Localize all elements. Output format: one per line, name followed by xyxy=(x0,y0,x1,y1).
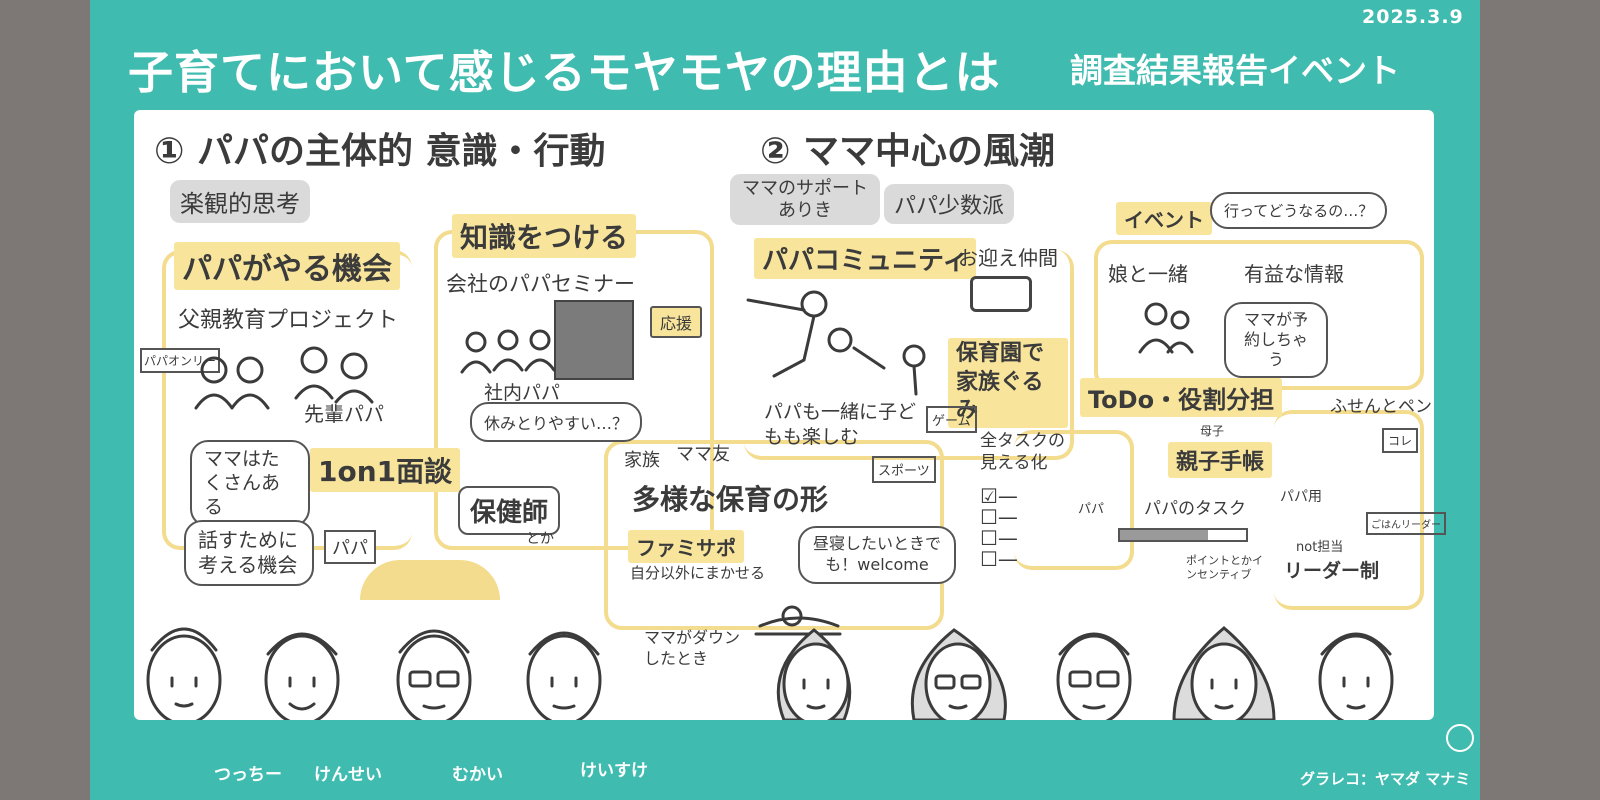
point-label: ポイントとかインセンティブ xyxy=(1186,554,1263,581)
yasumi-bubble: 休みとりやすい…？ xyxy=(470,402,643,442)
hokenshi-box: 保健師 xyxy=(458,486,561,535)
mama-yoyaku-bubble: ママが予約しちゃう xyxy=(1224,302,1328,378)
ouen-flag: 応援 xyxy=(650,306,703,338)
person-name-2: けんせい xyxy=(314,765,382,785)
figures-sketch-shanai xyxy=(460,329,556,374)
figure-lying-down xyxy=(754,605,842,636)
jibun-igai-label: 自分以外にまかせる xyxy=(630,564,766,582)
yueki-label: 有益な情報 xyxy=(1244,262,1344,286)
omukae-label: お迎え仲間 xyxy=(958,246,1058,270)
papa-community-label: パパコミュニティ xyxy=(754,238,977,279)
not-tantou-label: not担当 xyxy=(1296,540,1344,555)
checklist-icon: ☑—☐—☐—☐— xyxy=(980,484,1018,571)
hoikuen-label: 保育園で家族ぐるみ xyxy=(948,338,1068,428)
zen-task-label: 全タスクの見える化 xyxy=(980,431,1065,474)
hill-shape xyxy=(360,560,500,600)
papa-together-label: パパも一緒に子どもも楽しむ xyxy=(764,401,917,448)
task-progress-bar xyxy=(1118,528,1248,542)
todo-label: ToDo・役割分担 xyxy=(1080,378,1283,417)
figures-sketch-community xyxy=(746,290,926,396)
tayou-label: 多様な保育の形 xyxy=(632,483,829,516)
fusen-label: ふせんとペン xyxy=(1330,397,1432,417)
musume-label: 娘と一緒 xyxy=(1108,262,1188,286)
seminar-label: 会社のパパセミナー xyxy=(446,272,635,296)
optimism-tag: 楽観的思考 xyxy=(170,180,310,223)
mama-many-bubble: ママはたくさんある xyxy=(190,440,310,528)
page-subtitle: 調査結果報告イベント xyxy=(1070,51,1400,90)
mamatomo-label: ママ友 xyxy=(676,444,730,465)
papa-chance-label: パパがやる機会 xyxy=(174,242,400,290)
person-name-3: むかい xyxy=(452,765,503,785)
graphic-recording-canvas: 2025.3.9 子育てにおいて感じるモヤモヤの理由とは 調査結果報告イベント … xyxy=(90,0,1480,800)
section-heading-1: ① パパの主体的 意識・行動 xyxy=(154,131,606,172)
talk-chance-bubble: 話すために考える機会 xyxy=(184,520,314,586)
papa-small-label: パパ xyxy=(1078,502,1105,517)
bracket-todo xyxy=(1274,410,1424,610)
sports-tag: スポーツ xyxy=(872,456,936,483)
mama-down-label: ママがダウンしたとき xyxy=(644,628,741,668)
senpai-papa-label: 先輩パパ xyxy=(304,402,384,426)
knowledge-label: 知識をつける xyxy=(452,214,637,258)
leader-label: リーダー制 xyxy=(1284,560,1380,582)
kore-note: コレ xyxy=(1382,428,1419,453)
shanai-papa-label: 社内パパ xyxy=(484,382,561,404)
bracket-visible xyxy=(1014,430,1134,570)
oyako-label: 親子手帳 xyxy=(1168,442,1273,478)
boshi-label: 母子 xyxy=(1200,424,1225,438)
credit-label: グラレコ：ヤマダ マナミ xyxy=(1300,770,1471,788)
page-title: 子育てにおいて感じるモヤモヤの理由とは xyxy=(128,46,1001,99)
father-education-label: 父親教育プロジェクト xyxy=(178,308,399,333)
figures-sketch-musume xyxy=(1138,302,1194,354)
kazoku-label: 家族 xyxy=(624,450,660,471)
famisapo-label: ファミサポ xyxy=(628,530,744,563)
content-paper: ① パパの主体的 意識・行動 楽観的思考 パパがやる機会 父親教育プロジェクト … xyxy=(134,110,1446,720)
bracket-community xyxy=(744,250,1074,460)
event-date: 2025.3.9 xyxy=(1362,6,1464,28)
seminar-screen xyxy=(554,300,634,380)
gohan-flag: ごはんリーダー xyxy=(1366,512,1446,535)
papa-you-label: パパ用 xyxy=(1280,489,1322,505)
one-on-one-label: 1on1面談 xyxy=(310,448,461,492)
section-heading-2: ② ママ中心の風潮 xyxy=(760,131,1056,172)
papa-task-label: パパのタスク xyxy=(1144,499,1246,519)
person-name-1: つっちー xyxy=(214,765,282,785)
toka-label: とか xyxy=(526,531,554,547)
papa-minority-tag: パパ少数派 xyxy=(884,184,1015,224)
hirune-bubble: 昼寝したいときでも！welcome xyxy=(798,526,956,584)
bus-icon xyxy=(970,276,1032,312)
event-label: イベント xyxy=(1116,202,1212,235)
person-name-4: けいすけ xyxy=(580,761,648,781)
game-tag: ゲーム xyxy=(926,406,977,433)
mama-support-tag: ママのサポートありき xyxy=(730,174,880,226)
sprout-logo-icon xyxy=(1446,724,1474,752)
speaker-portraits xyxy=(146,626,1394,720)
papa-sign: パパ xyxy=(324,530,376,564)
ittedou-bubble: 行ってどうなるの…？ xyxy=(1210,192,1388,229)
figures-sketch-left xyxy=(194,346,374,410)
